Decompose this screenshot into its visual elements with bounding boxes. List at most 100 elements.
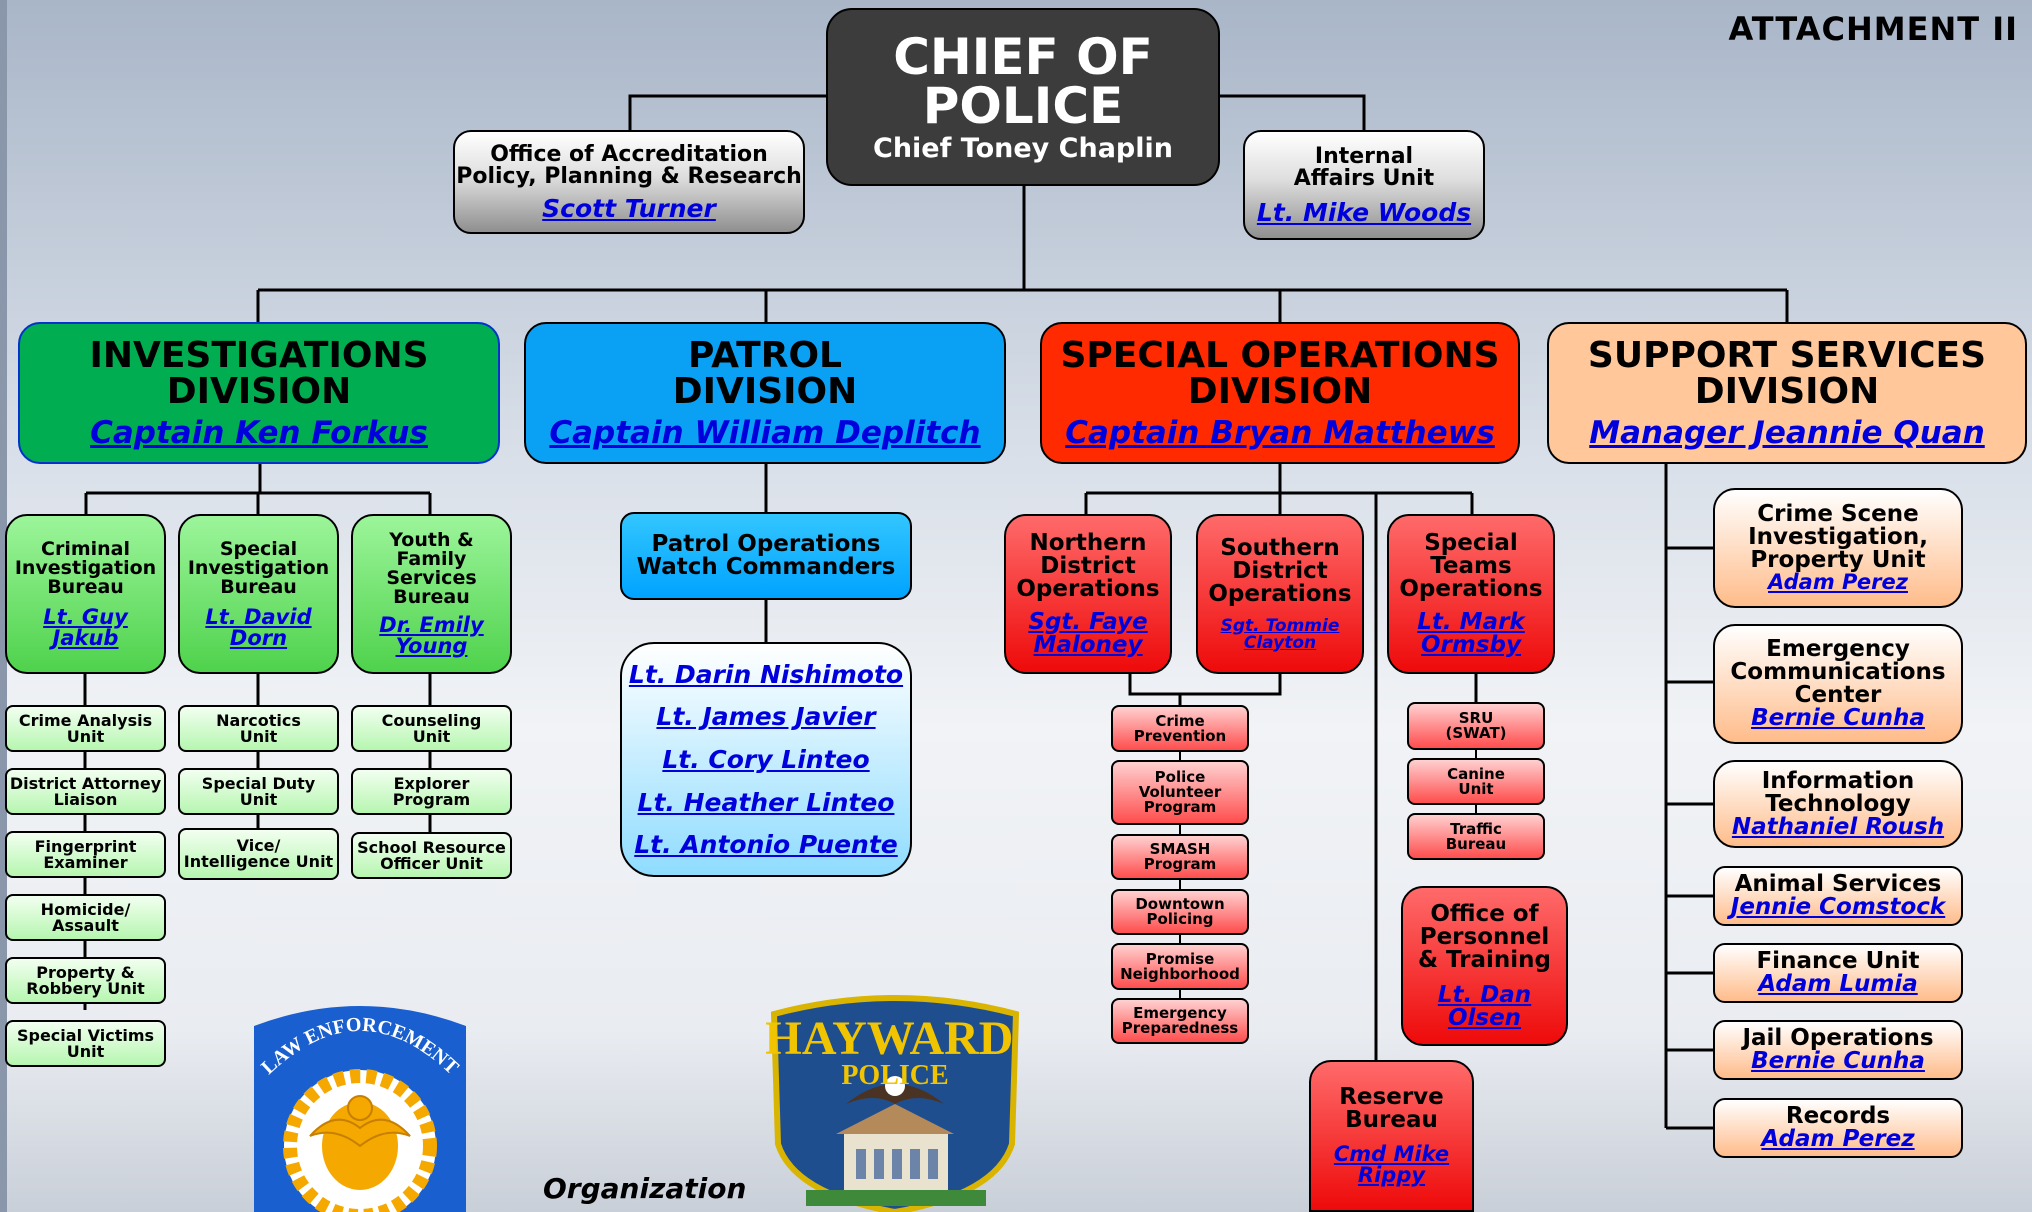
support-unit-title: Jail Operations [1742, 1025, 1934, 1051]
chief-name: Chief Toney Chaplin [873, 132, 1173, 164]
criminal-investigation-bureau-box: Criminal Investigation Bureau Lt. Guy Ja… [5, 514, 166, 674]
organization-label: Organization [543, 1172, 747, 1205]
district-unit-box: Promise Neighborhood [1111, 943, 1249, 990]
unit-label: Special Duty Unit [201, 773, 316, 809]
commander-name[interactable]: Lt. Heather Linteo [637, 787, 895, 817]
teams-lead[interactable]: Lt. Mark Ormsby [1417, 608, 1525, 658]
unit-label: Emergency Preparedness [1121, 1004, 1239, 1037]
unit-box: Fingerprint Examiner [5, 831, 166, 878]
unit-label: Explorer Program [392, 773, 471, 809]
hayward-word: HAYWARD [766, 1012, 1013, 1065]
support-unit-title: Animal Services [1734, 871, 1942, 897]
investigations-captain[interactable]: Captain Ken Forkus [90, 414, 428, 451]
police-word: POLICE [841, 1060, 948, 1091]
watch-commanders-title: Patrol Operations Watch Commanders [636, 531, 896, 580]
attachment-label: ATTACHMENT II [1728, 10, 2018, 48]
youth-family-services-bureau-box: Youth & Family Services Bureau Dr. Emily… [351, 514, 512, 674]
unit-box: Crime Analysis Unit [5, 705, 166, 752]
district-unit-box: Downtown Policing [1111, 889, 1249, 935]
unit-label: Fingerprint Examiner [34, 836, 137, 872]
support-unit-box: Emergency Communications Center Bernie C… [1713, 624, 1963, 744]
support-unit-box: Animal Services Jennie Comstock [1713, 866, 1963, 926]
unit-label: Homicide/ Assault [40, 899, 131, 935]
bureau-lead[interactable]: Dr. Emily Young [379, 613, 484, 658]
district-lead[interactable]: Sgt. Faye Maloney [1028, 608, 1148, 658]
support-unit-lead[interactable]: Jennie Comstock [1730, 894, 1946, 920]
support-unit-lead[interactable]: Bernie Cunha [1751, 1048, 1925, 1074]
investigations-division-box: INVESTIGATIONS DIVISION Captain Ken Fork… [18, 322, 500, 464]
support-unit-lead[interactable]: Adam Perez [1761, 1126, 1915, 1152]
unit-box: Explorer Program [351, 768, 512, 815]
unit-label: Crime Analysis Unit [18, 710, 153, 746]
commander-name[interactable]: Lt. Antonio Puente [634, 830, 898, 860]
support-unit-title: Crime Scene Investigation, Property Unit [1748, 501, 1928, 573]
support-unit-lead[interactable]: Adam Lumia [1758, 971, 1918, 997]
left-edge [0, 0, 7, 1212]
unit-box: Special Victims Unit [5, 1020, 166, 1067]
unit-label: SRU (SWAT) [1445, 709, 1507, 742]
unit-box: Vice/ Intelligence Unit [178, 828, 339, 880]
support-unit-title: Records [1785, 1103, 1891, 1129]
unit-box: District Attorney Liaison [5, 768, 166, 815]
bureau-lead[interactable]: Lt. David Dorn [205, 604, 312, 650]
support-unit-lead[interactable]: Nathaniel Roush [1731, 813, 1945, 840]
reserve-title: Reserve Bureau [1339, 1084, 1444, 1133]
internal-affairs-title: Internal Affairs Unit [1293, 143, 1435, 191]
support-unit-lead[interactable]: Bernie Cunha [1751, 705, 1925, 731]
internal-affairs-name[interactable]: Lt. Mike Woods [1256, 197, 1472, 227]
bureau-title: Special Investigation Bureau [187, 537, 330, 598]
personnel-training-office-box: Office of Personnel & Training Lt. Dan O… [1401, 886, 1568, 1046]
investigations-title: INVESTIGATIONS DIVISION [89, 334, 429, 412]
accreditation-office-box: Office of Accreditation Policy, Planning… [453, 130, 805, 234]
reserve-lead[interactable]: Cmd Mike Rippy [1333, 1142, 1450, 1187]
support-unit-lead[interactable]: Adam Perez [1768, 570, 1908, 594]
bureau-title: Youth & Family Services Bureau [386, 529, 477, 608]
unit-box: Property & Robbery Unit [5, 957, 166, 1004]
district-lead[interactable]: Sgt. Tommie Clayton [1220, 615, 1340, 653]
unit-label: Downtown Policing [1135, 895, 1225, 928]
unit-box: Homicide/ Assault [5, 894, 166, 941]
reserve-bureau-box: Reserve Bureau Cmd Mike Rippy [1309, 1060, 1474, 1212]
commander-name[interactable]: Lt. Cory Linteo [662, 744, 870, 774]
hayward-police-badge-icon: HAYWARD POLICE [766, 995, 1024, 1212]
support-unit-box: Crime Scene Investigation, Property Unit… [1713, 488, 1963, 608]
personnel-lead[interactable]: Lt. Dan Olsen [1437, 981, 1532, 1031]
special-operations-title: SPECIAL OPERATIONS DIVISION [1060, 334, 1500, 412]
chief-of-police-box: CHIEF OF POLICE Chief Toney Chaplin [826, 8, 1220, 186]
northern-district-operations-box: Northern District Operations Sgt. Faye M… [1004, 514, 1172, 674]
support-unit-title: Emergency Communications Center [1730, 636, 1946, 708]
unit-label: Canine Unit [1447, 764, 1505, 798]
hayward-police-text: HAYWARD POLICE [766, 1012, 1024, 1091]
unit-label: Special Victims Unit [16, 1025, 155, 1061]
unit-box: Narcotics Unit [178, 705, 339, 752]
support-unit-box: Information Technology Nathaniel Roush [1713, 760, 1963, 848]
support-unit-box: Jail Operations Bernie Cunha [1713, 1020, 1963, 1080]
personnel-title: Office of Personnel & Training [1417, 900, 1552, 973]
special-operations-captain[interactable]: Captain Bryan Matthews [1065, 414, 1495, 451]
unit-box: Special Duty Unit [178, 768, 339, 815]
support-unit-title: Finance Unit [1756, 948, 1920, 974]
patrol-title: PATROL DIVISION [672, 334, 858, 412]
unit-label: School Resource Officer Unit [357, 837, 506, 873]
unit-label: Promise Neighborhood [1120, 949, 1240, 983]
patrol-captain[interactable]: Captain William Deplitch [549, 414, 981, 451]
bureau-lead[interactable]: Lt. Guy Jakub [43, 604, 128, 650]
patrol-division-box: PATROL DIVISION Captain William Deplitch [524, 322, 1006, 464]
accreditation-name[interactable]: Scott Turner [542, 193, 716, 223]
team-unit-box: Canine Unit [1407, 758, 1545, 805]
commander-name[interactable]: Lt. James Javier [656, 702, 876, 732]
team-unit-box: SRU (SWAT) [1407, 702, 1545, 750]
support-services-title: SUPPORT SERVICES DIVISION [1587, 334, 1987, 412]
district-title: Southern District Operations [1208, 534, 1352, 607]
special-teams-operations-box: Special Teams Operations Lt. Mark Ormsby [1387, 514, 1555, 674]
unit-label: Narcotics Unit [216, 710, 301, 746]
commander-name[interactable]: Lt. Darin Nishimoto [628, 659, 904, 689]
special-operations-division-box: SPECIAL OPERATIONS DIVISION Captain Brya… [1040, 322, 1520, 464]
law-enforcement-badge-icon: LAW ENFORCEMENT [254, 1006, 466, 1212]
unit-label: District Attorney Liaison [9, 773, 162, 809]
support-services-manager[interactable]: Manager Jeannie Quan [1589, 414, 1985, 451]
unit-label: Counseling Unit [381, 710, 482, 746]
district-unit-box: Emergency Preparedness [1111, 998, 1249, 1044]
team-unit-box: Traffic Bureau [1407, 813, 1545, 860]
